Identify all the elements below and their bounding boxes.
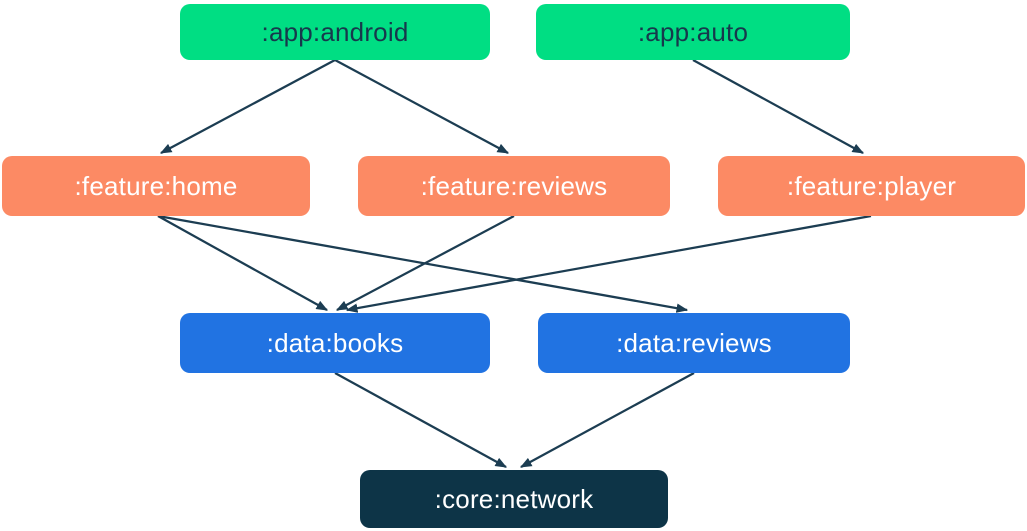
node-label-data-reviews: :data:reviews <box>616 327 772 358</box>
edge-app-android-to-feature-home <box>159 59 336 154</box>
edge-data-reviews-to-core-network <box>519 372 695 468</box>
edge-app-auto-to-feature-player <box>692 59 865 154</box>
edge-feature-home-to-data-books <box>157 215 329 311</box>
node-core-network: :core:network <box>360 470 668 528</box>
edge-feature-reviews-to-data-books <box>335 215 515 311</box>
node-label-feature-reviews: :feature:reviews <box>420 170 608 201</box>
node-data-reviews: :data:reviews <box>538 313 850 373</box>
edge-feature-player-to-data-books <box>345 214 872 313</box>
edge-data-books-to-core-network <box>334 372 508 468</box>
node-app-android: :app:android <box>180 4 490 60</box>
node-label-feature-player: :feature:player <box>786 170 957 201</box>
edge-app-android-to-feature-reviews <box>334 59 510 154</box>
node-feature-home: :feature:home <box>2 156 310 216</box>
node-app-auto: :app:auto <box>536 4 850 60</box>
node-label-data-books: :data:books <box>266 327 404 358</box>
node-label-feature-home: :feature:home <box>74 170 238 201</box>
edge-feature-home-to-data-reviews <box>157 214 689 313</box>
node-label-app-android: :app:android <box>261 16 409 47</box>
node-label-app-auto: :app:auto <box>637 16 749 47</box>
node-label-core-network: :core:network <box>434 483 594 514</box>
node-data-books: :data:books <box>180 313 490 373</box>
node-feature-reviews: :feature:reviews <box>358 156 670 216</box>
node-feature-player: :feature:player <box>718 156 1025 216</box>
